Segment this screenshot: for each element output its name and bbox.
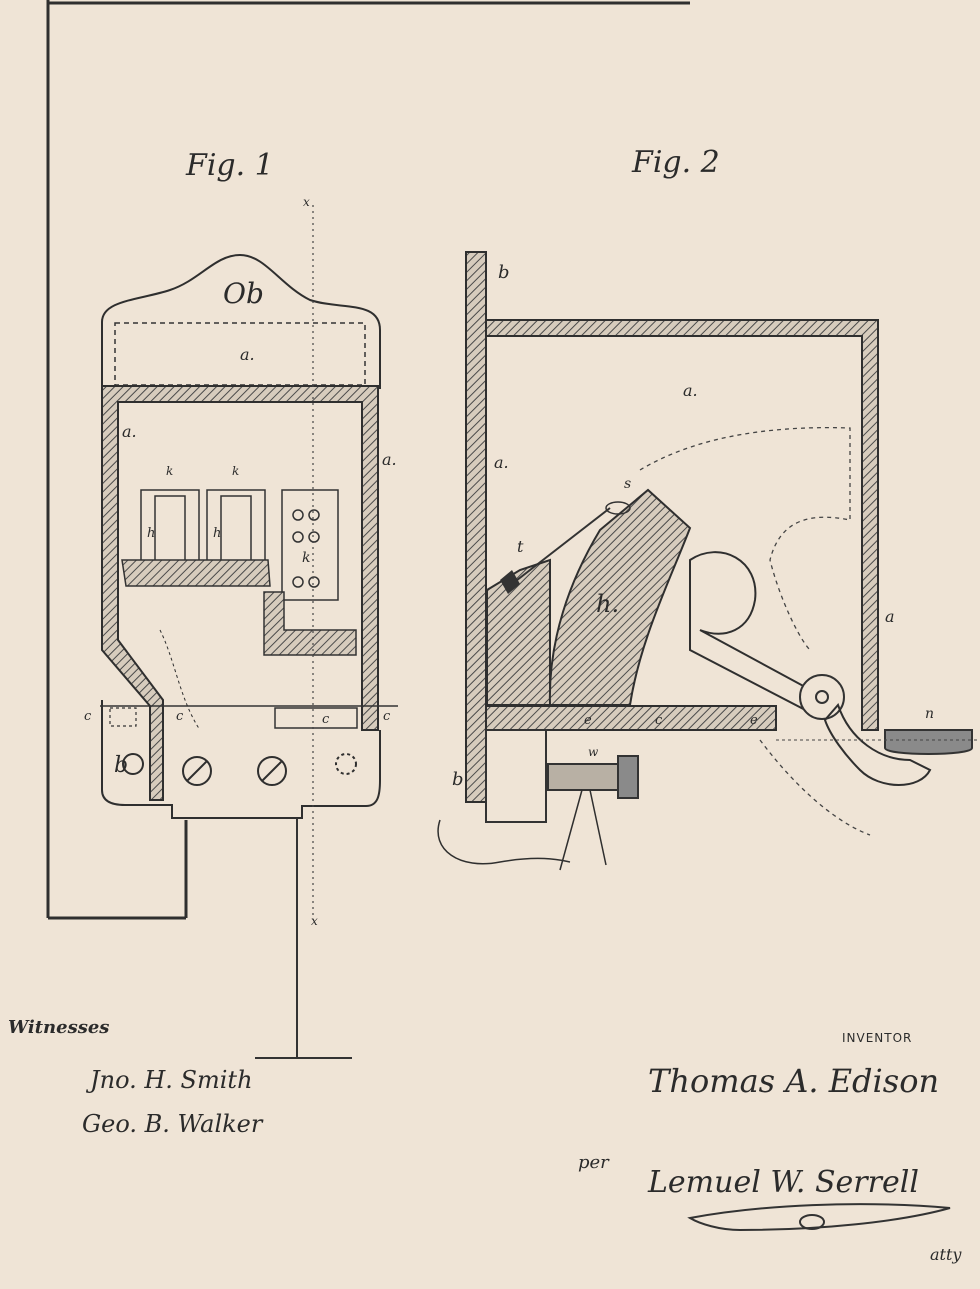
fig2-armature xyxy=(548,488,692,706)
svg-text:a: a xyxy=(885,607,895,626)
fig1-label-a-left: a. xyxy=(122,422,137,441)
fig2-terminal-screw xyxy=(547,763,619,791)
fig1-wall xyxy=(101,385,379,801)
sheet-border xyxy=(46,0,690,920)
fig2-key-arm xyxy=(823,703,932,786)
svg-text:b: b xyxy=(498,262,510,283)
attorney-name: Lemuel W. Serrell xyxy=(647,1165,919,1200)
fig1-terminal-block: k xyxy=(263,489,357,656)
inventor-heading: INVENTOR xyxy=(842,1031,912,1045)
svg-text:k: k xyxy=(232,464,239,478)
svg-text:x: x xyxy=(303,195,310,209)
witnesses-heading: Witnesses xyxy=(8,1017,109,1038)
svg-text:h.: h. xyxy=(596,590,619,618)
fig2-core-block xyxy=(486,558,551,706)
svg-text:s: s xyxy=(624,476,631,492)
fig2-bottom-bar xyxy=(485,705,777,731)
fig1-magnets: k k h h xyxy=(121,464,271,587)
fig1-screws: b xyxy=(114,753,357,786)
fig1-label-ob: Ob xyxy=(223,277,264,310)
fig1-label-a-top: a. xyxy=(240,345,255,364)
svg-text:e: e xyxy=(584,713,592,728)
fig2-pivot xyxy=(799,674,845,720)
svg-text:b: b xyxy=(114,753,128,778)
svg-text:c: c xyxy=(322,712,330,727)
svg-text:n: n xyxy=(925,706,934,722)
fig2-base-plate xyxy=(465,251,487,803)
witness-1: Jno. H. Smith xyxy=(85,1066,253,1094)
svg-text:a.: a. xyxy=(683,381,698,400)
fig2-dashed-arc xyxy=(639,426,851,651)
svg-text:x: x xyxy=(311,914,318,928)
svg-text:c: c xyxy=(176,709,184,724)
per-label: per xyxy=(578,1152,610,1173)
fig1-lower-plate xyxy=(101,700,381,819)
fig1-label-a-right: a. xyxy=(382,450,397,469)
fig1-housing-top xyxy=(101,253,381,389)
figure-2: Fig. 2 b b a. a. a h. t s n e xyxy=(437,145,980,871)
inventor-block: INVENTOR Thomas A. Edison per Lemuel W. … xyxy=(578,1031,962,1264)
figure-1: Fig. 1 Ob a. a. a. c c c c k k h h xyxy=(84,148,398,1059)
svg-text:e: e xyxy=(750,713,758,728)
svg-text:c: c xyxy=(383,709,391,724)
signature-flourish xyxy=(687,1203,951,1232)
svg-text:h: h xyxy=(213,526,221,541)
fig2-title: Fig. 2 xyxy=(631,145,720,180)
fig2-housing xyxy=(485,319,879,731)
fig1-title: Fig. 1 xyxy=(185,148,274,183)
svg-text:c: c xyxy=(84,709,92,724)
fig2-button xyxy=(884,729,973,755)
witnesses-block: Witnesses Jno. H. Smith Geo. B. Walker xyxy=(8,1017,264,1138)
attorney-suffix: atty xyxy=(930,1245,962,1264)
svg-text:b: b xyxy=(452,769,464,790)
svg-text:h: h xyxy=(147,526,155,541)
svg-text:a.: a. xyxy=(494,453,509,472)
svg-text:w: w xyxy=(588,745,599,759)
inventor-name: Thomas A. Edison xyxy=(648,1062,939,1100)
svg-text:k: k xyxy=(302,550,310,566)
witness-2: Geo. B. Walker xyxy=(82,1110,264,1138)
svg-text:k: k xyxy=(166,464,173,478)
fig2-lever xyxy=(689,551,822,717)
svg-text:c: c xyxy=(655,713,663,728)
svg-text:t: t xyxy=(517,537,524,556)
